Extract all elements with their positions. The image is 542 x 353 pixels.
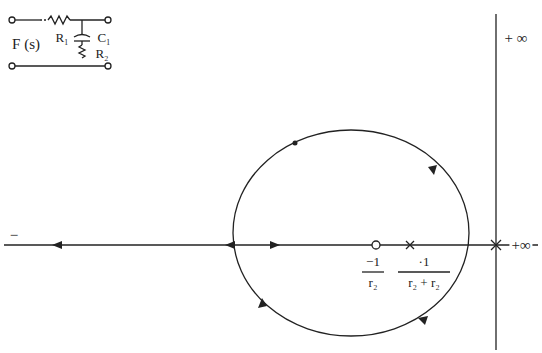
locus-point — [293, 141, 298, 146]
direction-arrow — [52, 241, 62, 249]
direction-arrow — [428, 165, 437, 175]
terminal — [9, 63, 15, 69]
axis-label: − — [8, 227, 20, 244]
pole-value: r₂ + r₂ — [406, 276, 442, 290]
asymptote-line — [495, 14, 496, 350]
wire — [15, 19, 40, 20]
pole-marker — [491, 240, 501, 250]
zero-value: r₂ — [367, 276, 380, 290]
fraction-bar — [398, 271, 450, 272]
infinity-label: +∞ — [509, 237, 532, 254]
capacitor-symbol — [74, 35, 90, 38]
zero-value: −1 — [364, 255, 382, 269]
terminal — [105, 17, 111, 23]
fraction-bar — [362, 271, 384, 272]
direction-arrow — [225, 241, 235, 249]
terminal — [105, 63, 111, 69]
wire — [40, 19, 48, 20]
component-label: R₁ — [53, 31, 70, 45]
root-locus-circle — [233, 130, 469, 336]
direction-arrow — [418, 316, 428, 325]
wire — [81, 20, 82, 34]
wire — [81, 41, 82, 45]
resistor-symbol — [79, 45, 85, 58]
wire — [70, 19, 105, 20]
component-label: R₂ — [93, 47, 110, 61]
port-label: F (s) — [10, 36, 42, 53]
direction-arrow — [270, 241, 280, 249]
component-label: C₁ — [95, 31, 112, 45]
zero-marker — [372, 241, 380, 249]
pole-marker — [406, 241, 414, 249]
wire — [15, 65, 105, 66]
terminal — [9, 17, 15, 23]
pole-value: ·1 — [417, 255, 432, 269]
infinity-label: + ∞ — [503, 30, 530, 47]
resistor-symbol — [48, 16, 70, 24]
direction-arrow — [258, 298, 267, 308]
